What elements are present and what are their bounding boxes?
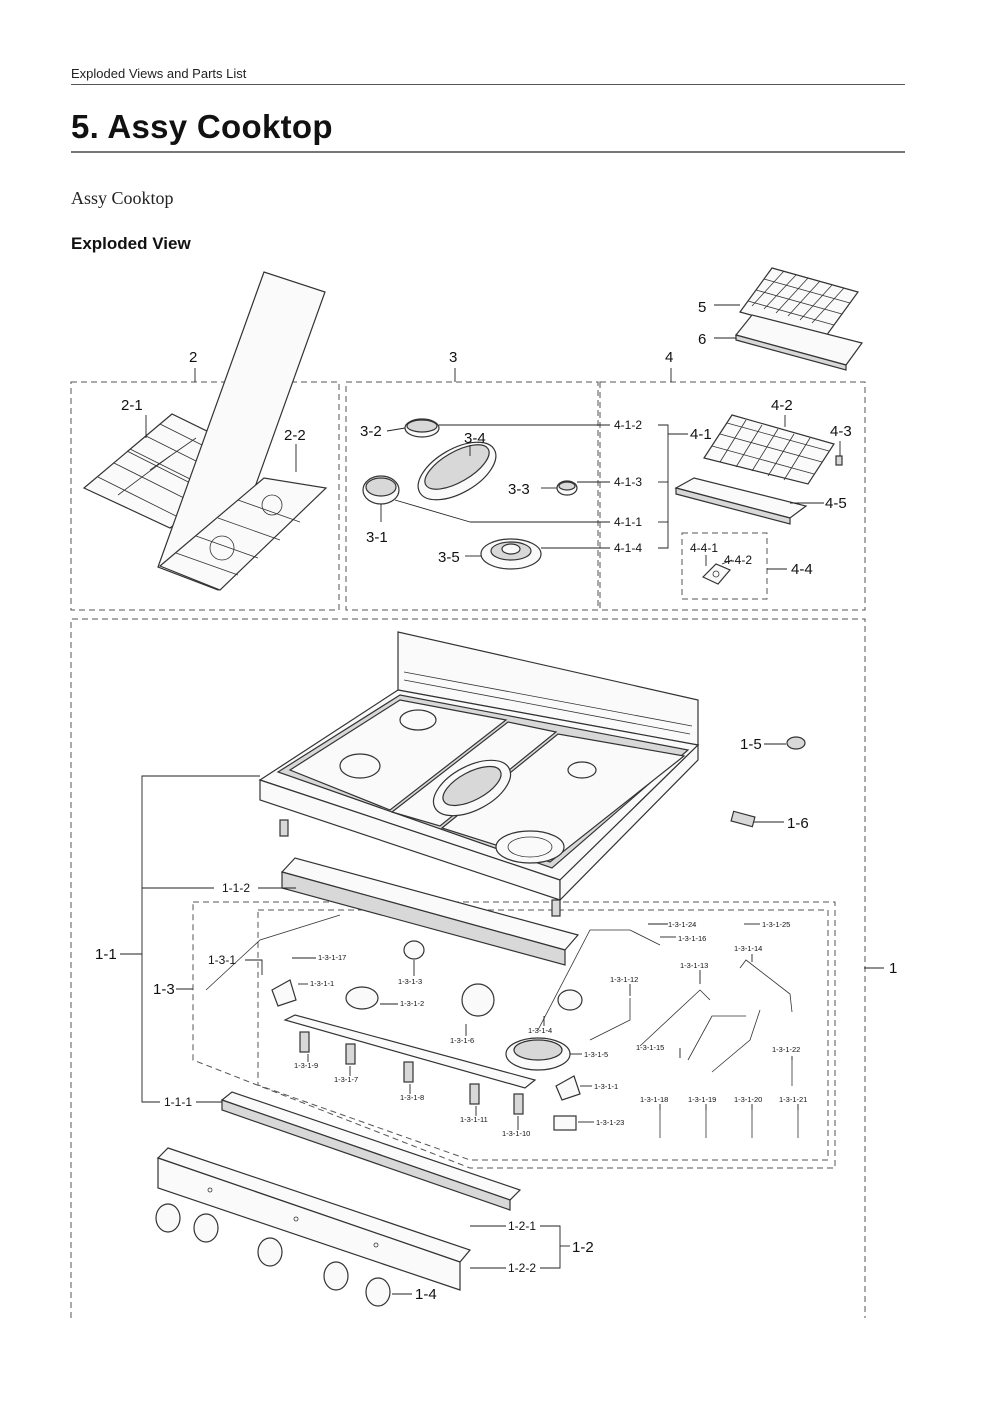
callout-1-3-1-6: 1-3-1-6: [450, 1036, 474, 1045]
page-title: 5. Assy Cooktop: [71, 108, 333, 145]
callout-1-3: 1-3: [153, 981, 175, 998]
callout-3-5: 3-5: [438, 549, 460, 566]
header-rule: [71, 84, 905, 85]
section-heading: Exploded View: [71, 234, 191, 253]
callout-2-2: 2-2: [284, 427, 306, 444]
callout-1-2: 1-2: [572, 1239, 594, 1256]
callout-5: 5: [698, 299, 706, 316]
callout-1-2-1: 1-2-1: [508, 1219, 536, 1233]
grate-right-part: [157, 271, 328, 591]
control-panel-1-2: [156, 1147, 472, 1291]
burner-cap-3-3: [556, 480, 578, 496]
control-knobs-1-4: [155, 1203, 391, 1307]
gas-tubes: [205, 914, 793, 1073]
drip-tray-part: [734, 314, 864, 371]
callout-2-1: 2-1: [121, 397, 143, 414]
tray-4-5: [674, 477, 808, 525]
callout-4-1-4: 4-1-4: [614, 541, 642, 555]
group-1-box: [70, 618, 866, 1318]
knob-cap-1-5: [786, 736, 806, 750]
callout-1-3-1-25: 1-3-1-25: [762, 920, 790, 929]
callout-1-3-1-7: 1-3-1-7: [334, 1075, 358, 1084]
callout-1-3-1-5: 1-3-1-5: [584, 1050, 608, 1059]
callout-1-3-1-8: 1-3-1-8: [400, 1093, 424, 1102]
callout-4-1-1: 4-1-1: [614, 515, 642, 529]
callout-1-3-1-14: 1-3-1-14: [734, 944, 762, 953]
callout-1-3-1-15: 1-3-1-15: [636, 1043, 664, 1052]
callout-1-3-1-2: 1-3-1-2: [400, 999, 424, 1008]
callout-1-3-1-13: 1-3-1-13: [680, 961, 708, 970]
griddle-rack-4-2: [703, 414, 835, 485]
callout-1-3-1-23: 1-3-1-23: [596, 1118, 624, 1127]
group-1-3-box: [192, 901, 836, 1169]
callout-1-6: 1-6: [787, 815, 809, 832]
callout-3-4: 3-4: [464, 430, 486, 447]
callout-4-1-3: 4-1-3: [614, 475, 642, 489]
callout-1-3-1-19: 1-3-1-19: [688, 1095, 716, 1104]
callout-4-1-2: 4-1-2: [614, 418, 642, 432]
callout-4: 4: [665, 349, 673, 366]
front-trim-1-1-1: [220, 1091, 522, 1211]
callout-1-3-1: 1-3-1: [208, 953, 236, 967]
group-2-box: [70, 381, 340, 611]
callout-4-4: 4-4: [791, 561, 813, 578]
thermocouples: [659, 1058, 799, 1138]
callout-4-5: 4-5: [825, 495, 847, 512]
callout-1-3-1-12: 1-3-1-12: [610, 975, 638, 984]
manifold-pipe: [283, 1014, 537, 1089]
callout-3-2: 3-2: [360, 423, 382, 440]
burner-heads: [271, 940, 583, 1131]
callout-1-3-1-16: 1-3-1-16: [678, 934, 706, 943]
callout-1-3-1-17: 1-3-1-17: [318, 953, 346, 962]
callout-1-3-1-11: 1-3-1-11: [460, 1115, 488, 1124]
callout-1-3-1-1b: 1-3-1-1: [594, 1082, 618, 1091]
callout-1-1: 1-1: [95, 946, 117, 963]
igniter-board-4-4: [701, 563, 731, 585]
group-4-box: [599, 381, 866, 611]
control-bracket-1-1-2: [280, 857, 580, 966]
callout-1-3-1-1a: 1-3-1-1: [310, 979, 334, 988]
cooktop-main-part: [258, 631, 700, 917]
burner-cap-3-2: [404, 418, 440, 438]
callout-1-3-1-20: 1-3-1-20: [734, 1095, 762, 1104]
callout-4-4-1: 4-4-1: [690, 541, 718, 555]
burner-cap-3-5: [480, 538, 542, 570]
callout-1-1-2: 1-1-2: [222, 881, 250, 895]
callout-1-3-1-10: 1-3-1-10: [502, 1129, 530, 1138]
callout-6: 6: [698, 331, 706, 348]
callout-4-2: 4-2: [771, 397, 793, 414]
callout-1-4: 1-4: [415, 1286, 437, 1303]
callout-1-3-1-18: 1-3-1-18: [640, 1095, 668, 1104]
callout-4-3: 4-3: [830, 423, 852, 440]
callout-4-4-2: 4-4-2: [724, 553, 752, 567]
subtitle: Assy Cooktop: [71, 188, 174, 208]
callout-1-3-1-22: 1-3-1-22: [772, 1045, 800, 1054]
group-4-4-box: [681, 532, 768, 600]
oval-burner-cap-3-4: [417, 441, 497, 501]
burner-cap-3-1: [362, 475, 400, 505]
valves: [299, 1031, 524, 1115]
group-3-box: [345, 381, 599, 611]
callout-4-1: 4-1: [690, 426, 712, 443]
callout-1: 1: [889, 960, 897, 977]
title-rule: [71, 151, 905, 153]
group-1-3-1-box: [257, 909, 829, 1161]
callout-3-3: 3-3: [508, 481, 530, 498]
connector-1-6: [730, 810, 756, 828]
callout-1-3-1-3: 1-3-1-3: [398, 977, 422, 986]
callout-1-1-1: 1-1-1: [164, 1095, 192, 1109]
callout-1-2-2: 1-2-2: [508, 1261, 536, 1275]
callout-1-3-1-21: 1-3-1-21: [779, 1095, 807, 1104]
running-header: Exploded Views and Parts List: [71, 66, 247, 81]
callout-2: 2: [189, 349, 197, 366]
callout-3: 3: [449, 349, 457, 366]
callout-1-3-1-24: 1-3-1-24: [668, 920, 696, 929]
callout-1-3-1-4: 1-3-1-4: [528, 1026, 552, 1035]
callout-1-3-1-9: 1-3-1-9: [294, 1061, 318, 1070]
clip-4-3: [835, 455, 843, 466]
callout-3-1: 3-1: [366, 529, 388, 546]
callout-1-5: 1-5: [740, 736, 762, 753]
